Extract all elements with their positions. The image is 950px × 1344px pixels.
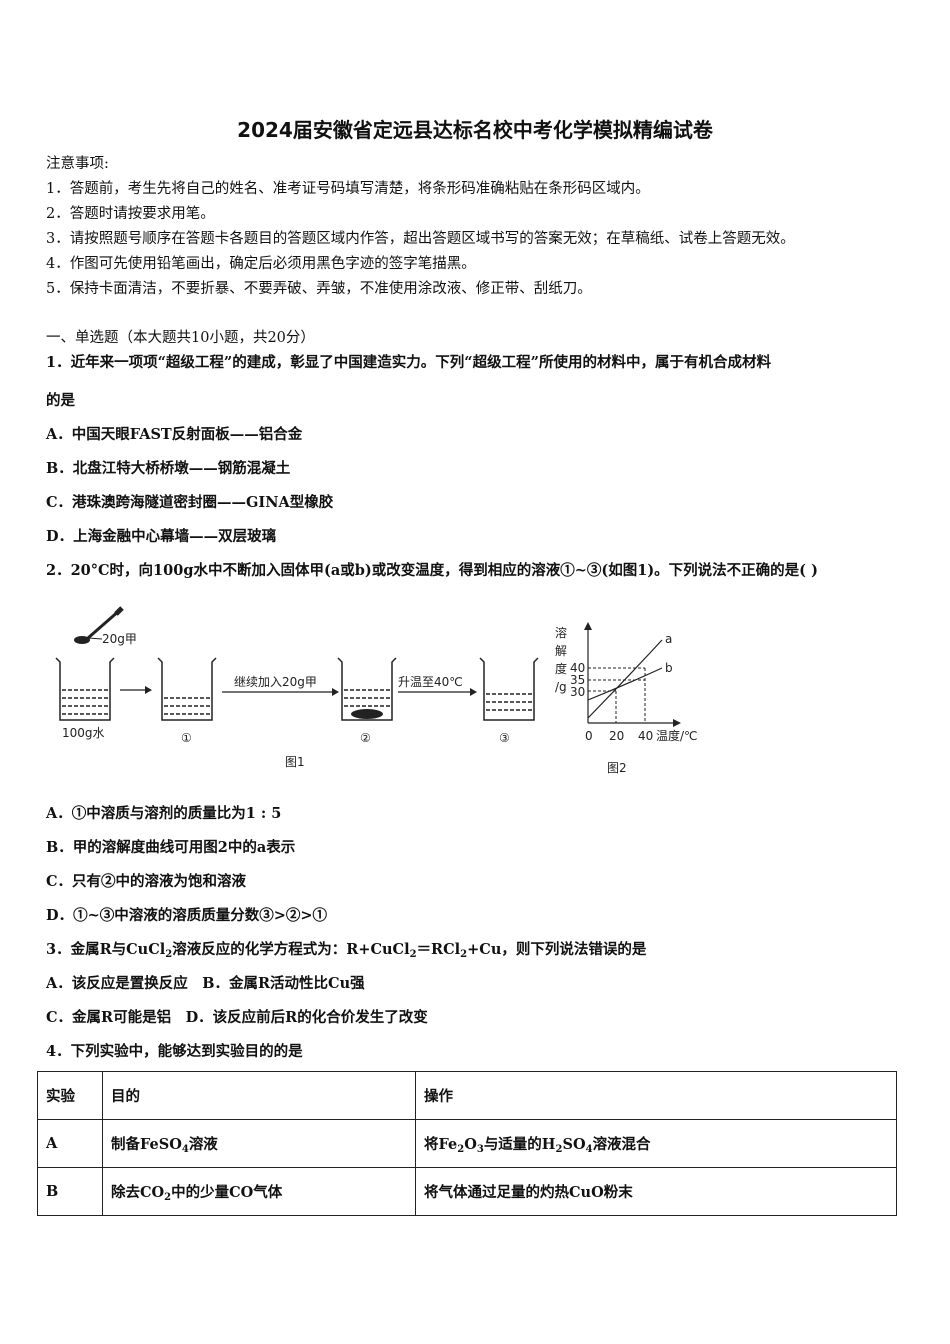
row-operation: 将Fe2O3与适量的H2SO4溶液混合 xyxy=(415,1119,897,1168)
header-purpose: 目的 xyxy=(102,1071,416,1120)
beaker-1-label: ① xyxy=(181,731,192,745)
x-axis-label: 温度/℃ xyxy=(656,728,698,743)
row-purpose: 除去CO2中的少量CO气体 xyxy=(102,1167,416,1216)
x-tick-20: 20 xyxy=(609,729,624,743)
beaker-1 xyxy=(157,657,217,721)
y-axis-label-2: 解 xyxy=(555,644,567,658)
page-title: 2024届安徽省定远县达标名校中考化学模拟精编试卷 xyxy=(237,118,713,142)
spoon-icon xyxy=(74,606,124,644)
beaker-3 xyxy=(479,657,539,721)
question-1-stem-cont: 的是 xyxy=(46,392,75,409)
note-item: 4．作图可先使用铅笔画出，确定后必须用黑色字迹的签字笔描黑。 xyxy=(46,256,476,272)
note-item: 2．答题时请按要求用笔。 xyxy=(46,206,215,222)
beaker-3-label: ③ xyxy=(499,731,510,745)
water-label: 100g水 xyxy=(62,726,105,740)
question-3-stem: 3．金属R与CuCl2溶液反应的化学方程式为：R+CuCl2＝RCl2+Cu，则… xyxy=(46,941,647,960)
header-operation: 操作 xyxy=(415,1071,897,1120)
q1-option-b: B．北盘江特大桥桥墩——钢筋混凝土 xyxy=(46,460,291,477)
curve-a xyxy=(587,639,663,719)
q2-option-d: D．①~③中溶液的溶质质量分数③>②>① xyxy=(46,907,328,924)
row-purpose: 制备FeSO4溶液 xyxy=(102,1119,416,1168)
experiment-table: 实验 目的 操作 A 制备FeSO4溶液 将Fe2O3与适量的H2SO4溶液混合… xyxy=(37,1071,897,1216)
step-2-label: 升温至40℃ xyxy=(398,675,463,689)
y-axis-label-1: 溶 xyxy=(555,625,567,640)
section-heading: 一、单选题（本大题共10小题，共20分） xyxy=(46,330,315,346)
q1-option-c: C．港珠澳跨海隧道密封圈——GINA型橡胶 xyxy=(46,494,334,511)
note-item: 3．请按照题号顺序在答题卡各题目的答题区域内作答，超出答题区域书写的答案无效；在… xyxy=(46,231,795,247)
figure-1-and-2: 20g甲 100g水 ① 继续加入20g甲 ② 升温至40℃ xyxy=(55,606,698,775)
y-tick-35: 35 xyxy=(570,673,585,687)
step-1-label: 继续加入20g甲 xyxy=(234,675,317,689)
q2-option-c: C．只有②中的溶液为饱和溶液 xyxy=(46,873,247,890)
row-id: B xyxy=(37,1167,103,1216)
spoon-label: 20g甲 xyxy=(102,632,137,646)
x-tick-40: 40 xyxy=(638,729,653,743)
row-id: A xyxy=(37,1119,103,1168)
table-row: B 除去CO2中的少量CO气体 将气体通过足量的灼热CuO粉末 xyxy=(37,1167,897,1216)
q3-options-cd: C．金属R可能是铝 D．该反应前后R的化合价发生了改变 xyxy=(46,1009,428,1026)
x-tick-0: 0 xyxy=(585,729,593,743)
question-4-stem: 4．下列实验中，能够达到实验目的的是 xyxy=(46,1043,303,1060)
header-experiment: 实验 xyxy=(37,1071,103,1120)
q2-option-b: B．甲的溶解度曲线可用图2中的a表示 xyxy=(46,839,296,856)
curve-a-label: a xyxy=(665,632,672,646)
q1-option-d: D．上海金融中心幕墙——双层玻璃 xyxy=(46,528,277,545)
table-header-row: 实验 目的 操作 xyxy=(37,1071,897,1120)
curve-b-label: b xyxy=(665,661,673,675)
figure-1-caption: 图1 xyxy=(285,755,305,769)
note-item: 1．答题前，考生先将自己的姓名、准考证号码填写清楚，将条形码准确粘贴在条形码区域… xyxy=(46,181,650,197)
q2-option-a: A．①中溶质与溶剂的质量比为1 : 5 xyxy=(46,805,282,822)
y-tick-30: 30 xyxy=(570,685,585,699)
question-1-stem: 1．近年来一项项“超级工程”的建成，彰显了中国建造实力。下列“超级工程”所使用的… xyxy=(46,354,771,371)
y-axis-label-3: 度 xyxy=(555,661,567,676)
curve-b xyxy=(587,667,663,701)
y-tick-40: 40 xyxy=(570,661,585,675)
figure-2-caption: 图2 xyxy=(607,761,627,775)
table-row: A 制备FeSO4溶液 将Fe2O3与适量的H2SO4溶液混合 xyxy=(37,1119,897,1168)
question-2-stem: 2．20°C时，向100g水中不断加入固体甲(a或b)或改变温度，得到相应的溶液… xyxy=(46,562,818,579)
y-axis-label-4: /g xyxy=(555,680,567,694)
beaker-2-label: ② xyxy=(360,731,371,745)
note-item: 5．保持卡面清洁，不要折暴、不要弄破、弄皱，不准使用涂改液、修正带、刮纸刀。 xyxy=(46,281,592,297)
q3-options-ab: A．该反应是置换反应 B．金属R活动性比Cu强 xyxy=(46,975,365,992)
beaker-2 xyxy=(337,657,397,721)
solubility-graph: 溶 解 度 /g 40 35 30 a b 0 20 40 温度/℃ 图2 xyxy=(555,622,698,775)
notes-heading: 注意事项: xyxy=(46,156,109,172)
beaker-water xyxy=(55,657,115,721)
row-operation: 将气体通过足量的灼热CuO粉末 xyxy=(415,1167,897,1216)
q1-option-a: A．中国天眼FAST反射面板——铝合金 xyxy=(46,426,303,443)
